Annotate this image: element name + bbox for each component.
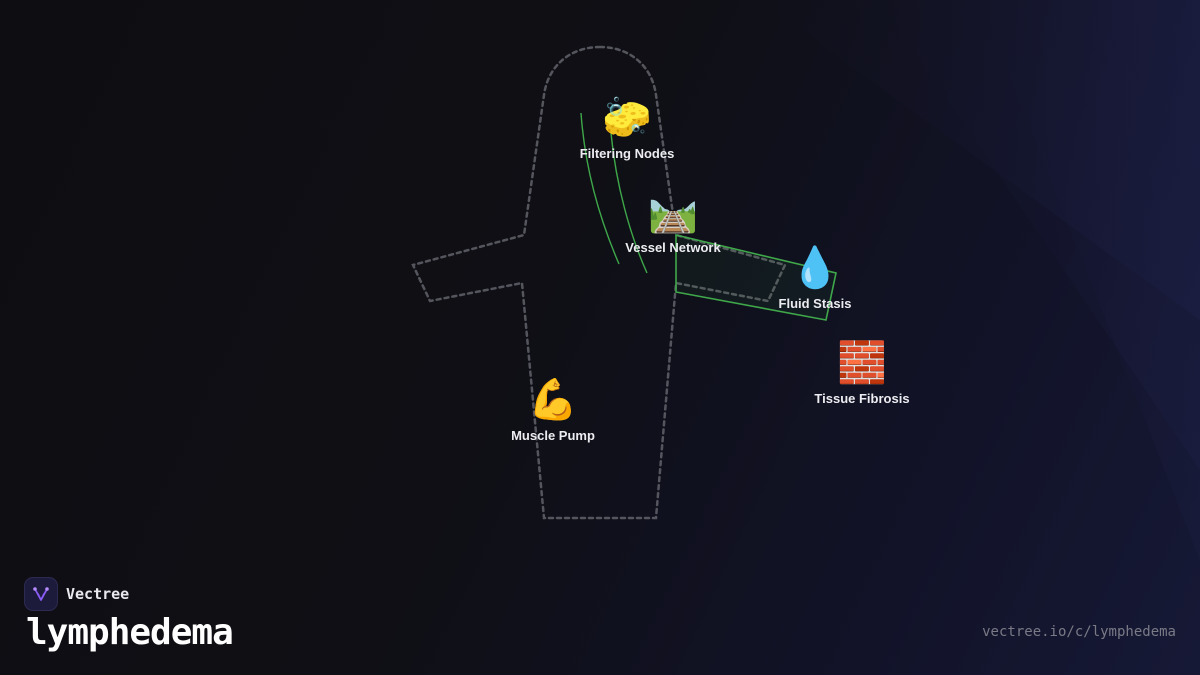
node-muscle-pump[interactable]: 💪 Muscle Pump	[511, 376, 595, 443]
node-label: Fluid Stasis	[778, 296, 852, 311]
flexed-biceps-icon: 💪	[528, 378, 578, 422]
vectree-branch-icon	[24, 577, 58, 611]
node-filtering-nodes[interactable]: 🧽 Filtering Nodes	[580, 94, 675, 161]
page-url[interactable]: vectree.io/c/lymphedema	[982, 624, 1176, 640]
node-vessel-network[interactable]: 🛤️ Vessel Network	[625, 188, 720, 255]
node-label: Vessel Network	[625, 240, 721, 255]
lymph-vessel-left	[580, 112, 620, 265]
brand[interactable]: Vectree	[24, 577, 129, 611]
node-label: Muscle Pump	[511, 428, 595, 443]
body-outline	[411, 45, 787, 520]
droplet-icon: 💧	[790, 246, 840, 290]
brick-icon: 🧱	[837, 341, 887, 385]
lymph-vessel-right	[610, 132, 648, 274]
node-label: Filtering Nodes	[579, 146, 675, 161]
sponge-icon: 🧽	[602, 96, 652, 140]
node-label: Tissue Fibrosis	[814, 391, 910, 406]
node-fluid-stasis[interactable]: 💧 Fluid Stasis	[779, 244, 852, 311]
node-tissue-fibrosis[interactable]: 🧱 Tissue Fibrosis	[814, 339, 909, 406]
affected-arm-highlight	[675, 233, 837, 321]
page-title: lymphedema	[26, 612, 234, 653]
brand-name: Vectree	[66, 585, 130, 603]
railway-track-icon: 🛤️	[648, 190, 698, 234]
